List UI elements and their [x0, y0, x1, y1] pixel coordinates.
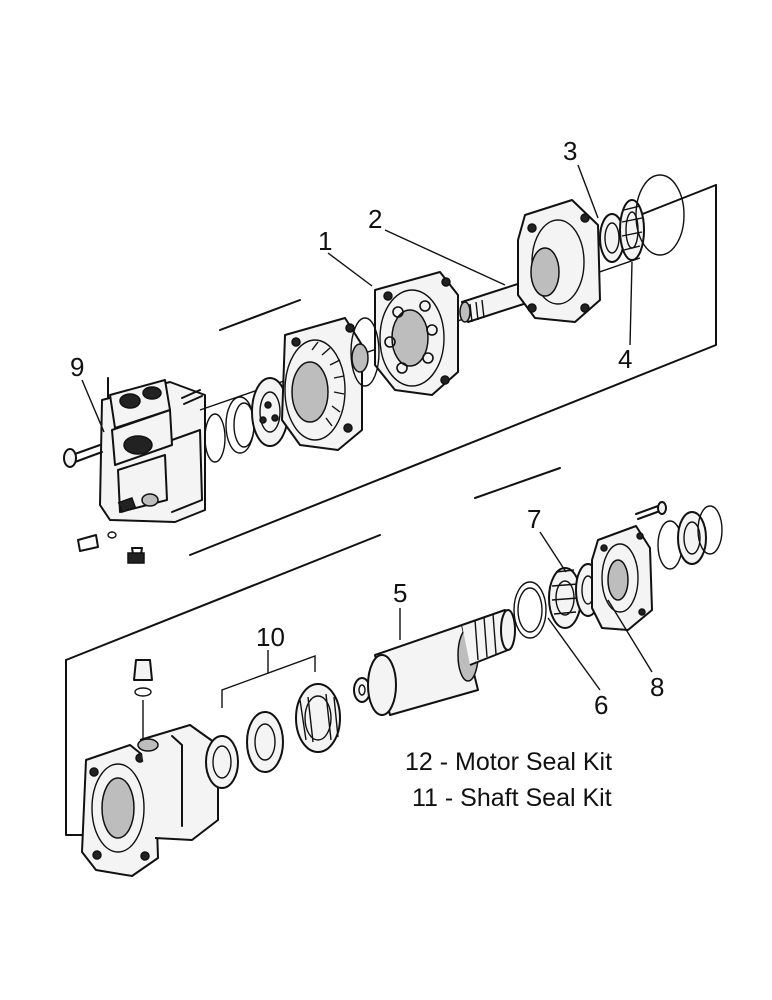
callout-9: 9	[70, 352, 84, 382]
needle-bearings-10	[205, 683, 341, 789]
commutator-plate	[281, 317, 363, 451]
seal-carrier-8	[591, 525, 653, 631]
callout-10: 10	[256, 622, 285, 652]
commutator-ring-seals	[204, 377, 289, 463]
motor-seal-kit-label: 12 - Motor Seal Kit	[405, 748, 612, 776]
cap-screw	[635, 501, 667, 520]
large-o-ring	[635, 174, 685, 256]
shaft-seals	[657, 505, 723, 570]
callout-3: 3	[563, 136, 577, 166]
callout-2: 2	[368, 204, 382, 234]
shaft-flange-housing	[81, 724, 219, 877]
upper-small-screws	[77, 531, 145, 564]
housing-pin	[181, 389, 203, 405]
lower-leaders	[399, 531, 653, 691]
callout-6: 6	[594, 690, 608, 720]
bearing-housing	[517, 199, 601, 323]
output-shaft-5	[367, 609, 516, 716]
callout-7: 7	[527, 504, 541, 534]
bracket-10	[221, 650, 316, 708]
thrust-bearing-4	[619, 199, 645, 261]
shaft-seal-kit-label: 11 - Shaft Seal Kit	[412, 784, 612, 812]
valve-housing	[99, 379, 206, 523]
upper-leaders	[81, 164, 633, 433]
gerotor-set	[350, 271, 459, 396]
callout-5: 5	[393, 578, 407, 608]
callout-4: 4	[618, 344, 632, 374]
callout-8: 8	[650, 672, 664, 702]
retaining-ring-6	[513, 581, 547, 639]
drain-plug	[133, 659, 159, 752]
callout-1: 1	[318, 226, 332, 256]
